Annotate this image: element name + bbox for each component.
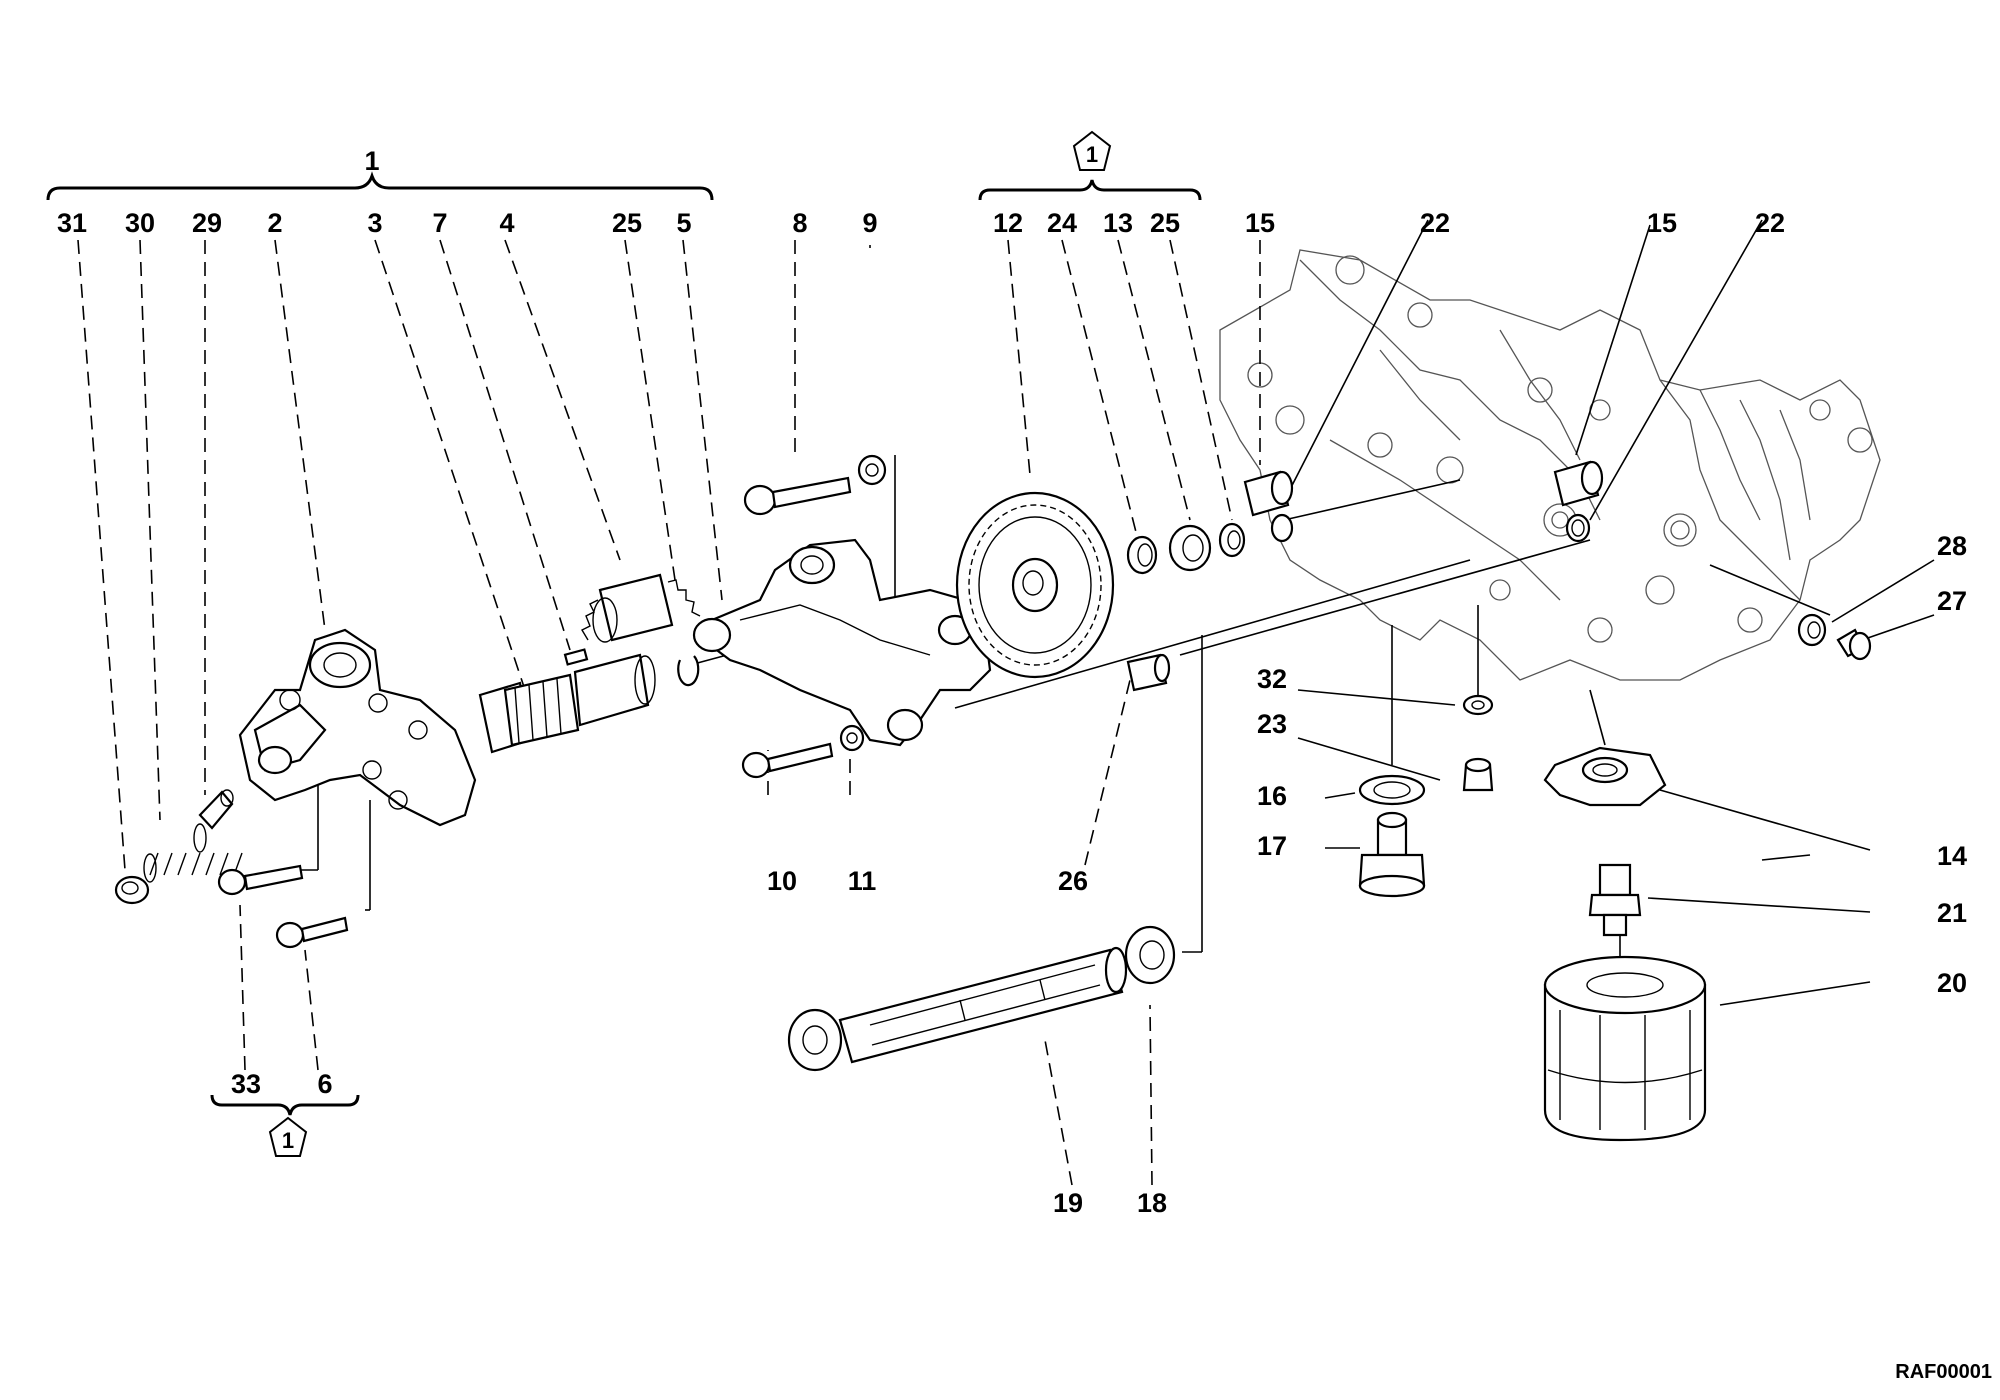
driven-gear — [581, 573, 701, 643]
callout-8: 8 — [792, 208, 807, 238]
callout-15-right: 15 — [1647, 208, 1677, 238]
plug-27 — [1836, 628, 1872, 661]
callout-13: 13 — [1103, 208, 1133, 238]
screw-6 — [275, 916, 349, 949]
group-label-kit-center: 1 — [1086, 142, 1098, 167]
seal-18 — [1124, 925, 1176, 985]
callout-15-left: 15 — [1245, 208, 1275, 238]
screw-33 — [217, 864, 304, 896]
drawing-code: RAF00001 — [1895, 1361, 1992, 1383]
callout-14: 14 — [1937, 841, 1967, 871]
callout-23: 23 — [1257, 709, 1287, 739]
callout-21: 21 — [1937, 898, 1967, 928]
screw-8 — [743, 454, 887, 516]
callout-30: 30 — [125, 208, 155, 238]
callout-22-right: 22 — [1755, 208, 1785, 238]
relief-valve-spring — [143, 823, 243, 883]
pump-cover — [692, 538, 992, 747]
callout-25-right: 25 — [1150, 208, 1180, 238]
callout-17: 17 — [1257, 831, 1287, 861]
ring-24 — [1126, 535, 1158, 575]
callout-18: 18 — [1137, 1188, 1167, 1218]
oil-filter-20 — [1543, 955, 1707, 1142]
circlip-25-right — [1218, 522, 1246, 558]
washer-32 — [1462, 694, 1494, 716]
callout-29: 29 — [192, 208, 222, 238]
callout-33: 33 — [231, 1069, 261, 1099]
plate-14 — [1543, 746, 1667, 807]
callout-24: 24 — [1047, 208, 1077, 238]
kit-brace-left: 1 — [210, 1094, 360, 1157]
plug-23 — [1462, 757, 1494, 792]
leader-lines — [77, 219, 1935, 1186]
washer-16 — [1358, 774, 1426, 806]
nipple-21 — [1588, 863, 1642, 937]
callout-11: 11 — [848, 866, 877, 896]
bushing-15-left — [1243, 470, 1294, 517]
callout-27: 27 — [1937, 586, 1967, 616]
group-label-pump-assembly: 1 — [364, 146, 379, 176]
callout-4: 4 — [499, 208, 514, 238]
callout-20: 20 — [1937, 968, 1967, 998]
o-ring-22-left — [1270, 513, 1294, 543]
callout-22-left: 22 — [1420, 208, 1450, 238]
oil-pump-body — [238, 628, 477, 827]
callout-16: 16 — [1257, 781, 1287, 811]
callout-5: 5 — [676, 208, 691, 238]
assembly-brace-1: 1 — [46, 146, 714, 201]
callout-12: 12 — [993, 208, 1023, 238]
callout-25-left: 25 — [612, 208, 642, 238]
callout-7: 7 — [432, 208, 447, 238]
callout-10: 10 — [767, 866, 797, 896]
relief-valve-plunger — [198, 789, 234, 830]
callout-6: 6 — [317, 1069, 332, 1099]
washer-28 — [1797, 613, 1827, 647]
callout-26: 26 — [1058, 866, 1088, 896]
pump-shaft-gear — [478, 653, 656, 754]
dowel-26 — [1126, 653, 1171, 692]
kit-brace-center: 1 — [978, 130, 1202, 201]
group-label-kit-left: 1 — [282, 1128, 294, 1153]
callout-32: 32 — [1257, 664, 1287, 694]
washer-11 — [839, 724, 865, 752]
o-ring-22-right — [1565, 513, 1591, 543]
oil-strainer-19 — [787, 946, 1128, 1072]
callout-31: 31 — [57, 208, 87, 238]
callout-labels: 31 30 29 2 3 7 4 25 5 8 9 12 24 13 25 15… — [57, 208, 1967, 1218]
relief-valve-cap — [114, 875, 150, 905]
bushing-15-right — [1553, 460, 1604, 507]
callout-2: 2 — [267, 208, 282, 238]
shaft-key — [563, 648, 589, 666]
callout-19: 19 — [1053, 1188, 1083, 1218]
callout-9: 9 — [862, 208, 877, 238]
drive-gear-12 — [955, 491, 1115, 679]
callout-28: 28 — [1937, 531, 1967, 561]
callout-3: 3 — [367, 208, 382, 238]
circlip-25-left — [677, 655, 700, 687]
drain-plug-17 — [1358, 811, 1426, 898]
bearing-13 — [1168, 524, 1212, 572]
screw-10 — [741, 742, 834, 779]
